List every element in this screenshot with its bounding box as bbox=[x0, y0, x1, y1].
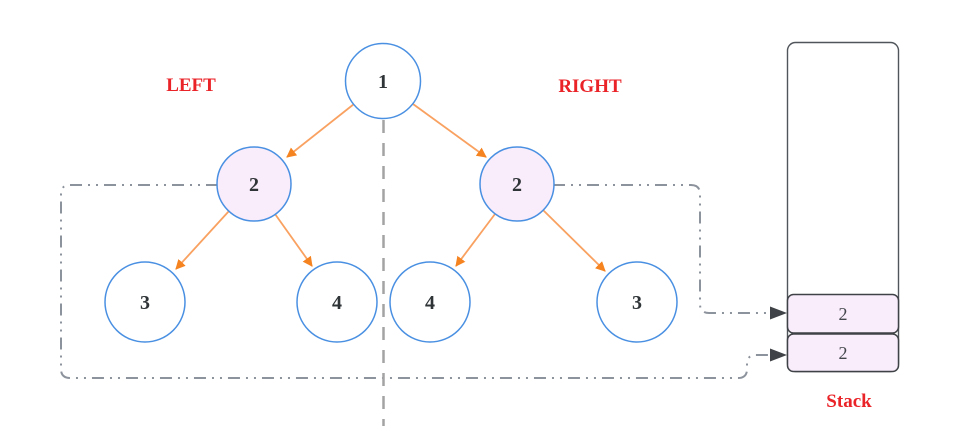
stack-label: Stack bbox=[826, 391, 872, 412]
tree-node-root-label: 1 bbox=[378, 71, 388, 93]
stack-cell-bottom bbox=[786, 333, 900, 373]
edge-right-child-to-leaf-4 bbox=[455, 213, 496, 267]
edge-root-to-right-child bbox=[412, 103, 487, 158]
tree-node-right-child bbox=[479, 146, 555, 222]
tree-node-root bbox=[344, 42, 422, 120]
tree-leaf-right-3-label: 3 bbox=[632, 292, 642, 314]
tree-leaf-left-4-label: 4 bbox=[332, 292, 342, 314]
connector-left-node-to-stack bbox=[60, 184, 770, 379]
tree-leaf-left-3-label: 3 bbox=[140, 292, 150, 314]
stack-cell-top-value: 2 bbox=[839, 304, 848, 324]
edge-left-child-to-leaf-4 bbox=[274, 213, 313, 267]
stack-arrowhead-bottom-icon bbox=[770, 348, 787, 362]
tree-node-left-child-label: 2 bbox=[249, 174, 259, 196]
stack-cell-top bbox=[786, 293, 900, 334]
tree-leaf-right-4-label: 4 bbox=[425, 292, 435, 314]
connector-right-node-to-stack bbox=[553, 184, 770, 314]
tree-node-right-child-label: 2 bbox=[512, 174, 522, 196]
tree-leaf-left-3 bbox=[104, 261, 186, 343]
stack-arrowhead-top-icon bbox=[770, 306, 787, 320]
stack-cell-bottom-value: 2 bbox=[839, 343, 848, 363]
left-region-label: LEFT bbox=[166, 75, 216, 96]
edge-right-child-to-leaf-3 bbox=[542, 209, 606, 272]
right-region-label: RIGHT bbox=[558, 76, 622, 97]
edge-left-child-to-leaf-3 bbox=[175, 210, 230, 270]
tree-node-left-child bbox=[216, 146, 292, 222]
tree-leaf-left-4 bbox=[296, 261, 378, 343]
tree-leaf-right-3 bbox=[596, 261, 678, 343]
tree-leaf-right-4 bbox=[389, 261, 471, 343]
edge-root-to-left-child bbox=[286, 103, 355, 158]
